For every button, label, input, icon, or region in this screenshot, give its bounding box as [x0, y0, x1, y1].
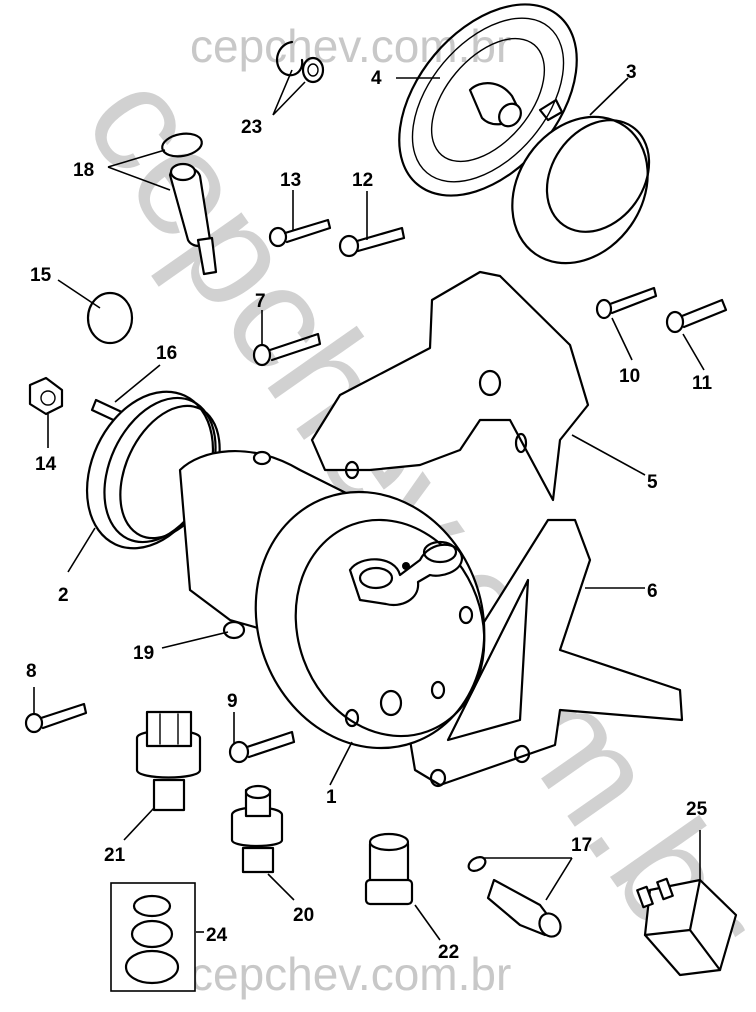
valve-part — [161, 132, 218, 276]
nut-part — [28, 376, 64, 416]
callout-3: 3 — [626, 62, 637, 83]
callout-20: 20 — [293, 905, 314, 926]
clutch-coil-part — [511, 98, 651, 265]
callout-24: 24 — [206, 925, 228, 946]
callout-16: 16 — [156, 343, 177, 364]
callout-23: 23 — [241, 117, 262, 138]
callout-5: 5 — [647, 472, 658, 493]
callout-11: 11 — [692, 373, 713, 394]
callout-18: 18 — [73, 160, 94, 181]
callout-7: 7 — [255, 291, 266, 312]
leader-17 — [484, 857, 573, 901]
leader-lines — [33, 69, 705, 941]
callout-19: 19 — [133, 643, 154, 664]
leader-22 — [414, 904, 441, 941]
compressor-part — [178, 450, 486, 750]
bolt-9-part — [228, 730, 296, 764]
leader-2 — [67, 527, 96, 573]
leader-15 — [57, 279, 101, 309]
leader-19 — [161, 631, 229, 649]
watermark-top: cepchev.com.br — [190, 20, 511, 72]
o-ring-kit-box — [110, 882, 196, 992]
bolt-8-part — [24, 702, 88, 734]
callout-17: 17 — [571, 835, 592, 856]
bolt-10-part — [595, 286, 658, 320]
callout-25: 25 — [686, 799, 708, 820]
pressure-switch-20-part — [230, 784, 284, 874]
retaining-ring-seal-part — [275, 40, 325, 84]
leader-16 — [114, 364, 161, 403]
callout-2: 2 — [58, 585, 69, 606]
leader-1 — [329, 741, 353, 786]
brace-part — [408, 518, 684, 788]
leader-5 — [571, 434, 646, 476]
callout-12: 12 — [352, 170, 373, 191]
leader-10 — [611, 317, 633, 361]
leader-11 — [682, 333, 705, 371]
fitting-part — [222, 620, 246, 640]
callout-22: 22 — [438, 942, 459, 963]
callout-4: 4 — [371, 68, 382, 89]
callout-1: 1 — [326, 787, 337, 808]
callout-8: 8 — [26, 661, 37, 682]
bolt-13-part — [268, 218, 332, 248]
callout-10: 10 — [619, 366, 640, 387]
bolt-11-part — [665, 298, 728, 334]
watermark-bottom: cepchev.com.br — [190, 948, 511, 1000]
snap-ring-part — [86, 291, 134, 345]
bolt-12-part — [338, 226, 406, 258]
fitting-hole-icon — [402, 562, 410, 570]
callout-14: 14 — [35, 454, 57, 475]
leader-21 — [123, 807, 155, 841]
callout-15: 15 — [30, 265, 52, 286]
pressure-switch-21-part — [135, 710, 202, 812]
callout-9: 9 — [227, 691, 238, 712]
mounting-bracket-part — [310, 270, 590, 502]
leader-3 — [589, 77, 629, 116]
switch-17-part — [467, 856, 562, 938]
callout-21: 21 — [104, 845, 126, 866]
callout-13: 13 — [280, 170, 301, 191]
fitting-nut-part — [364, 832, 414, 906]
leader-23 — [272, 69, 306, 116]
leader-18 — [107, 149, 171, 191]
callout-6: 6 — [647, 581, 658, 602]
leader-20 — [267, 873, 295, 901]
